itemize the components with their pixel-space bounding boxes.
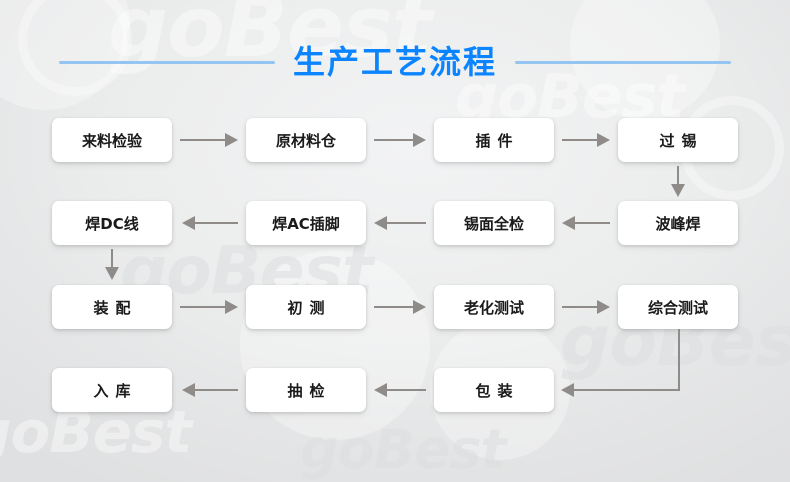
arrow-head <box>105 267 119 280</box>
flow-node[interactable]: 原材料仓 <box>246 118 366 162</box>
arrow-right-icon <box>562 133 610 147</box>
arrow-left-icon <box>374 216 426 230</box>
elbow-connector-vertical <box>678 329 680 391</box>
arrow-shaft <box>374 139 413 141</box>
flow-node[interactable]: 波峰焊 <box>618 201 738 245</box>
arrow-shaft <box>180 306 225 308</box>
arrow-head <box>671 184 685 197</box>
arrow-shaft <box>575 222 610 224</box>
flow-node[interactable]: 装配 <box>52 285 172 329</box>
arrow-right-icon <box>180 300 238 314</box>
arrow-shaft <box>374 306 413 308</box>
flow-node[interactable]: 包装 <box>434 368 554 412</box>
title-divider-right <box>515 60 731 64</box>
arrow-left-icon <box>182 216 238 230</box>
flow-node[interactable]: 锡面全检 <box>434 201 554 245</box>
arrow-left-icon <box>182 383 238 397</box>
flow-node[interactable]: 初测 <box>246 285 366 329</box>
flow-node[interactable]: 焊DC线 <box>52 201 172 245</box>
flow-node[interactable]: 综合测试 <box>618 285 738 329</box>
arrow-head <box>413 133 426 147</box>
arrow-shaft <box>111 249 113 267</box>
arrow-head <box>413 300 426 314</box>
arrow-shaft <box>387 222 426 224</box>
flow-node[interactable]: 老化测试 <box>434 285 554 329</box>
arrow-head <box>182 216 195 230</box>
arrow-head <box>225 300 238 314</box>
arrow-head <box>374 383 387 397</box>
flow-node[interactable]: 抽检 <box>246 368 366 412</box>
arrow-head <box>374 216 387 230</box>
flow-node[interactable]: 插件 <box>434 118 554 162</box>
flow-node[interactable]: 入库 <box>52 368 172 412</box>
arrow-head <box>182 383 195 397</box>
arrow-shaft <box>562 139 597 141</box>
arrow-shaft <box>677 166 679 184</box>
arrow-head <box>597 300 610 314</box>
arrow-head <box>561 383 574 397</box>
arrow-right-icon <box>374 133 426 147</box>
arrow-head <box>225 133 238 147</box>
arrow-left-icon <box>562 216 610 230</box>
arrow-shaft <box>195 389 238 391</box>
arrow-right-icon <box>374 300 426 314</box>
arrow-left-icon <box>374 383 426 397</box>
arrow-down-icon <box>105 249 119 280</box>
arrow-shaft <box>180 139 225 141</box>
arrow-right-icon <box>180 133 238 147</box>
page-title-row: 生产工艺流程 <box>0 36 790 88</box>
arrow-head <box>562 216 575 230</box>
arrow-shaft <box>387 389 426 391</box>
arrow-shaft <box>195 222 238 224</box>
arrow-head <box>597 133 610 147</box>
flow-node[interactable]: 来料检验 <box>52 118 172 162</box>
title-divider-left <box>58 60 275 64</box>
arrow-down-icon <box>671 166 685 197</box>
page-title: 生产工艺流程 <box>292 43 497 81</box>
flow-node[interactable]: 过锡 <box>618 118 738 162</box>
arrow-shaft <box>562 306 597 308</box>
elbow-connector-horizontal <box>573 389 679 391</box>
flow-node[interactable]: 焊AC插脚 <box>246 201 366 245</box>
arrow-right-icon <box>562 300 610 314</box>
